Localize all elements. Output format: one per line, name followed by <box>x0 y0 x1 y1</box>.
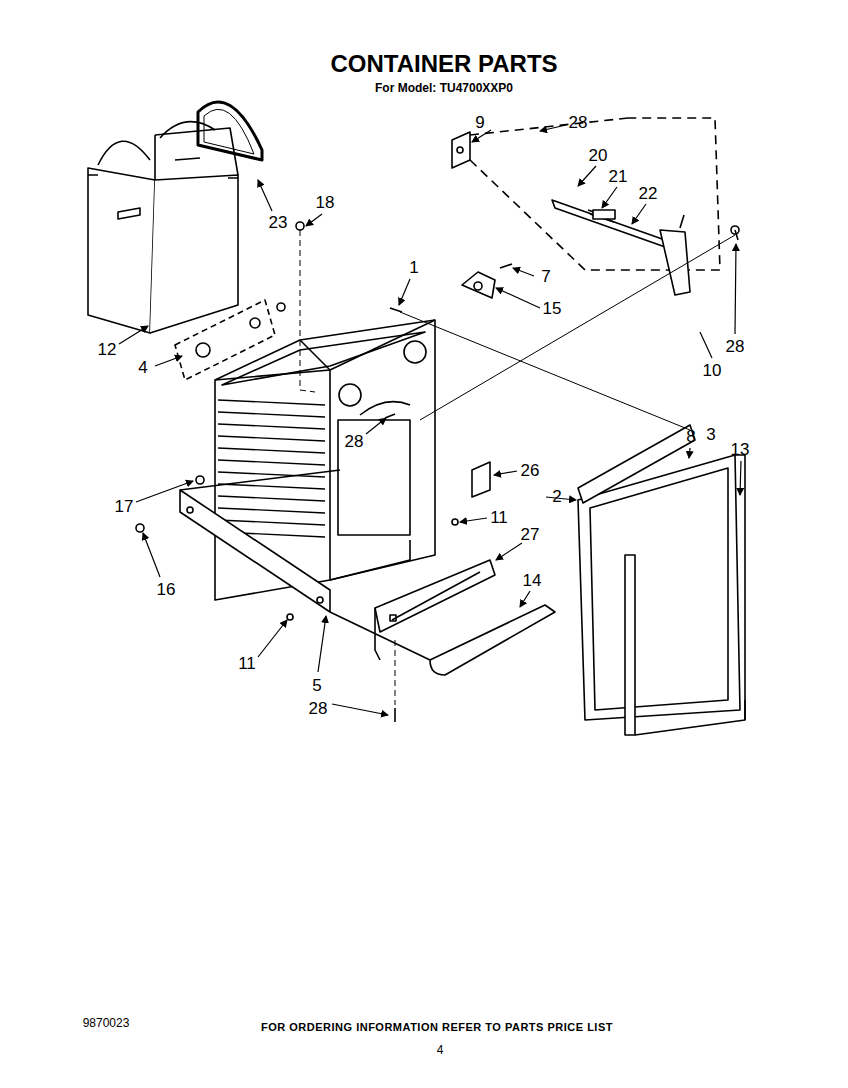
callout-number: 23 <box>268 214 289 231</box>
callout-number: 12 <box>97 341 118 358</box>
callout-number: 22 <box>638 185 659 202</box>
callout-number: 5 <box>311 677 322 694</box>
callout-number: 27 <box>520 526 541 543</box>
callout-number: 20 <box>588 147 609 164</box>
callout-number: 16 <box>156 581 177 598</box>
callout-number: 14 <box>522 572 543 589</box>
callout-number: 28 <box>308 700 329 717</box>
callout-number: 18 <box>315 194 336 211</box>
callout-number: 8 <box>685 428 696 445</box>
callout-number: 28 <box>568 114 589 131</box>
document-number: 9870023 <box>83 1017 130 1029</box>
callout-number: 3 <box>705 426 716 443</box>
callout-number: 1 <box>408 259 419 276</box>
callout-number: 17 <box>114 498 135 515</box>
callout-number: 15 <box>542 300 563 317</box>
callout-number: 11 <box>489 509 509 526</box>
model-line: For Model: TU4700XXP0 <box>375 82 513 94</box>
callout-number: 9 <box>474 114 485 131</box>
callout-number: 28 <box>725 338 746 355</box>
callout-number: 26 <box>520 462 541 479</box>
callout-number: 13 <box>730 441 751 458</box>
footer-note: FOR ORDERING INFORMATION REFER TO PARTS … <box>261 1022 613 1033</box>
callout-number: 10 <box>702 362 723 379</box>
callout-number: 7 <box>540 268 551 285</box>
page-number: 4 <box>437 1044 444 1056</box>
callout-number: 28 <box>344 433 365 450</box>
callout-number: 11 <box>237 655 257 672</box>
diagram-title: CONTAINER PARTS <box>330 52 557 76</box>
callout-number: 21 <box>608 168 629 185</box>
callout-number: 4 <box>137 359 148 376</box>
callout-number: 2 <box>551 488 562 505</box>
